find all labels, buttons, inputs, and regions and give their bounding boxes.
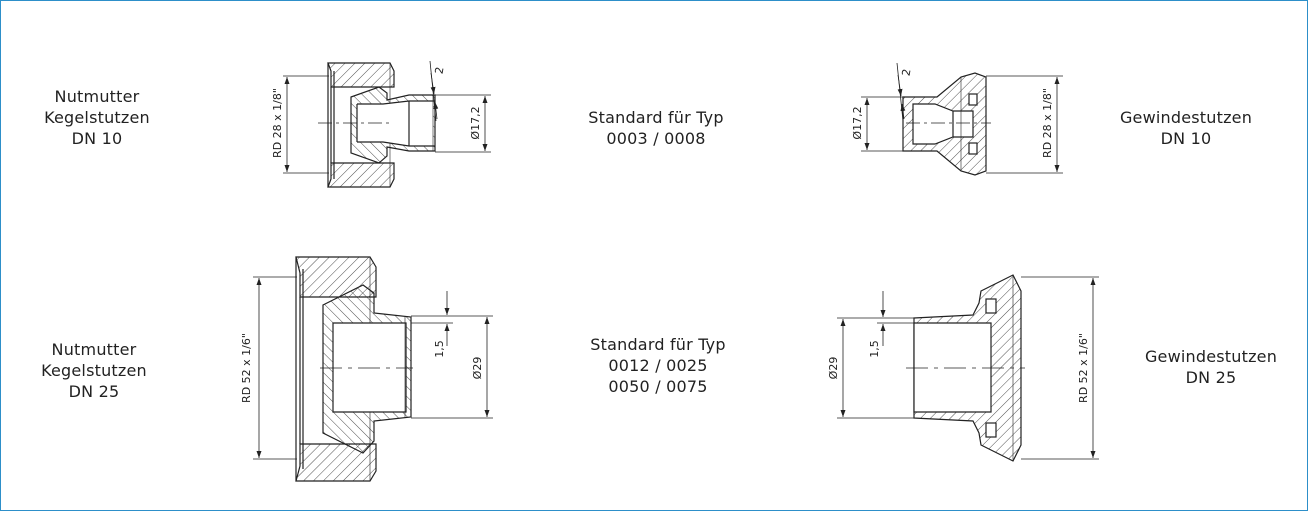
label-nutmutter-dn25: Nutmutter Kegelstutzen DN 25 xyxy=(29,339,159,402)
dim-wall-text: 1,5 xyxy=(433,340,446,358)
label-line: Nutmutter xyxy=(54,87,140,106)
dim-thread-text: RD 28 x 1/8" xyxy=(271,88,284,158)
dim-bore-text: Ø29 xyxy=(827,357,840,380)
dim-thread-text: RD 28 x 1/8" xyxy=(1041,88,1054,158)
drawing-gewindestutzen-dn25 xyxy=(837,274,1099,462)
label-line: Gewindestutzen xyxy=(1119,108,1253,127)
dim-wall-text: 1,5 xyxy=(868,340,881,358)
label-line: DN 10 xyxy=(1160,129,1212,148)
label-line: DN 10 xyxy=(71,129,123,148)
label-line: 0003 / 0008 xyxy=(606,129,706,148)
label-standard-dn10: Standard für Typ 0003 / 0008 xyxy=(566,107,746,149)
label-line: DN 25 xyxy=(1185,368,1237,387)
label-line: Kegelstutzen xyxy=(44,108,150,127)
dim-bore-text: Ø17,2 xyxy=(851,106,864,139)
drawing-nutmutter-dn10 xyxy=(283,60,491,188)
label-standard-dn25: Standard für Typ 0012 / 0025 0050 / 0075 xyxy=(568,334,748,397)
label-line: Standard für Typ xyxy=(590,335,726,354)
label-gewindestutzen-dn25: Gewindestutzen DN 25 xyxy=(1136,346,1286,388)
dim-bore-text: Ø17,2 xyxy=(469,106,482,139)
label-line: 0050 / 0075 xyxy=(608,377,708,396)
dim-wall-text: 2 xyxy=(433,66,447,75)
label-line: Gewindestutzen xyxy=(1144,347,1278,366)
label-line: Nutmutter xyxy=(51,340,137,359)
dim-wall-text: 2 xyxy=(900,68,914,77)
label-nutmutter-dn10: Nutmutter Kegelstutzen DN 10 xyxy=(37,86,157,149)
dim-thread-text: RD 52 x 1/6" xyxy=(240,333,253,403)
dim-bore-text: Ø29 xyxy=(471,357,484,380)
drawing-gewindestutzen-dn10 xyxy=(861,62,1063,176)
drawing-nutmutter-dn25 xyxy=(253,256,493,482)
label-line: 0012 / 0025 xyxy=(608,356,708,375)
label-gewindestutzen-dn10: Gewindestutzen DN 10 xyxy=(1116,107,1256,149)
dim-thread-text: RD 52 x 1/6" xyxy=(1077,333,1090,403)
label-line: Standard für Typ xyxy=(588,108,724,127)
label-line: Kegelstutzen xyxy=(41,361,147,380)
label-line: DN 25 xyxy=(68,382,120,401)
